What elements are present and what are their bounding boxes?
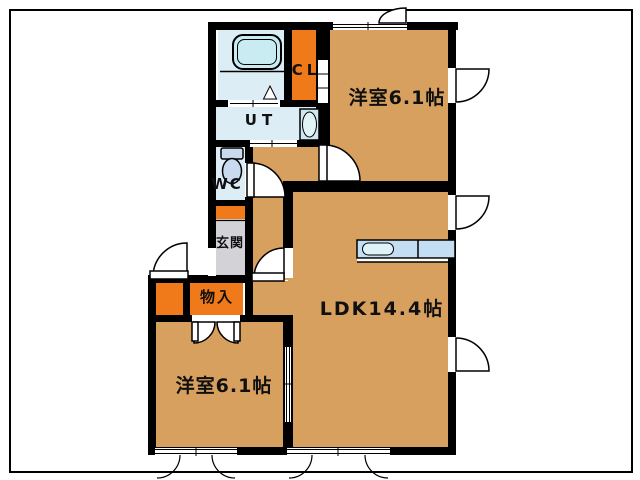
storage-door-arc-left	[193, 321, 216, 344]
entrance-label: 玄関	[215, 236, 244, 251]
wall-west-upper	[208, 22, 216, 278]
storage-door-leaf-left	[191, 321, 199, 342]
entrance-floor	[212, 222, 247, 277]
bathtub-icon	[232, 34, 282, 70]
kitchen-counter-gap	[357, 258, 448, 262]
door-opening-east-mid	[448, 195, 456, 230]
toilet-door-arc	[250, 162, 286, 198]
wall-storage-top	[148, 275, 253, 283]
ldk-floor	[288, 192, 450, 450]
wall-east	[448, 22, 456, 455]
wall-ldk-north	[283, 181, 456, 192]
door-arc-ldk-east-upper	[455, 195, 490, 230]
wall-bath-closet-divider	[284, 24, 292, 103]
bedroom-top-door-leaf	[318, 144, 328, 182]
bath-drain-icon	[262, 84, 278, 100]
window-arc-se-right	[364, 454, 389, 479]
entrance-door-opening	[208, 248, 216, 276]
ldk-door-opening	[283, 248, 293, 278]
door-arc-ldk-east-lower	[455, 337, 490, 372]
window-arc-north	[378, 7, 407, 24]
window-north-glyph	[333, 22, 407, 30]
window-se-glyph	[287, 447, 390, 456]
storage-door-opening	[192, 315, 240, 322]
bathtub-inner-line	[237, 39, 277, 65]
door-opening-east-low	[448, 337, 456, 372]
utility-label: UT	[244, 111, 278, 129]
bedroom-top-label: 洋室6.1帖	[348, 87, 446, 109]
bedroom-bottom-floor	[153, 320, 285, 450]
wall-toilet-south	[208, 200, 253, 206]
bathroom-door-glyph	[230, 100, 278, 107]
window-sw-glyph	[155, 447, 237, 456]
closet-door	[318, 60, 328, 103]
window-north	[333, 22, 407, 30]
shoe-cabinet	[216, 206, 245, 219]
utility-door-glyph	[250, 140, 297, 147]
partition-glyph	[283, 347, 293, 422]
storage-left-block	[156, 283, 183, 315]
closet-door-glyph	[318, 73, 328, 89]
bedroom-top-door-arc	[323, 144, 361, 182]
window-arc-se-left	[288, 454, 313, 479]
wall-west-lower	[148, 275, 156, 455]
ldk-door-leaf	[251, 272, 285, 282]
kitchen-sink-icon	[362, 242, 394, 256]
storage-door-arc-right	[216, 321, 239, 344]
storage-label: 物入	[199, 288, 234, 306]
ldk-label: LDK14.4帖	[319, 298, 445, 320]
window-arc-sw-right	[211, 454, 236, 479]
door-opening-east-top	[448, 68, 456, 103]
toilet-tank-icon	[220, 147, 244, 160]
toilet-label: WC	[211, 175, 243, 193]
toilet-bowl-icon	[221, 157, 243, 185]
entrance-door-leaf	[149, 270, 189, 280]
wash-basin-bowl	[302, 111, 317, 138]
storage-floor	[190, 283, 243, 315]
wall-entrance-east	[245, 203, 253, 318]
door-arc-bedroom-top-east	[455, 68, 490, 103]
closet-label: CL	[291, 61, 321, 79]
wall-storage-divider	[183, 275, 190, 322]
window-arc-sw-left	[156, 454, 181, 479]
ldk-floor-notch	[253, 281, 293, 318]
toilet-door-leaf	[246, 162, 255, 198]
plan-border-frame	[9, 9, 633, 473]
storage-door-leaf-right	[233, 321, 241, 342]
wall-ldk-west	[283, 183, 293, 278]
bedroom-bottom-label: 洋室6.1帖	[175, 375, 273, 397]
closet-floor	[288, 26, 320, 102]
